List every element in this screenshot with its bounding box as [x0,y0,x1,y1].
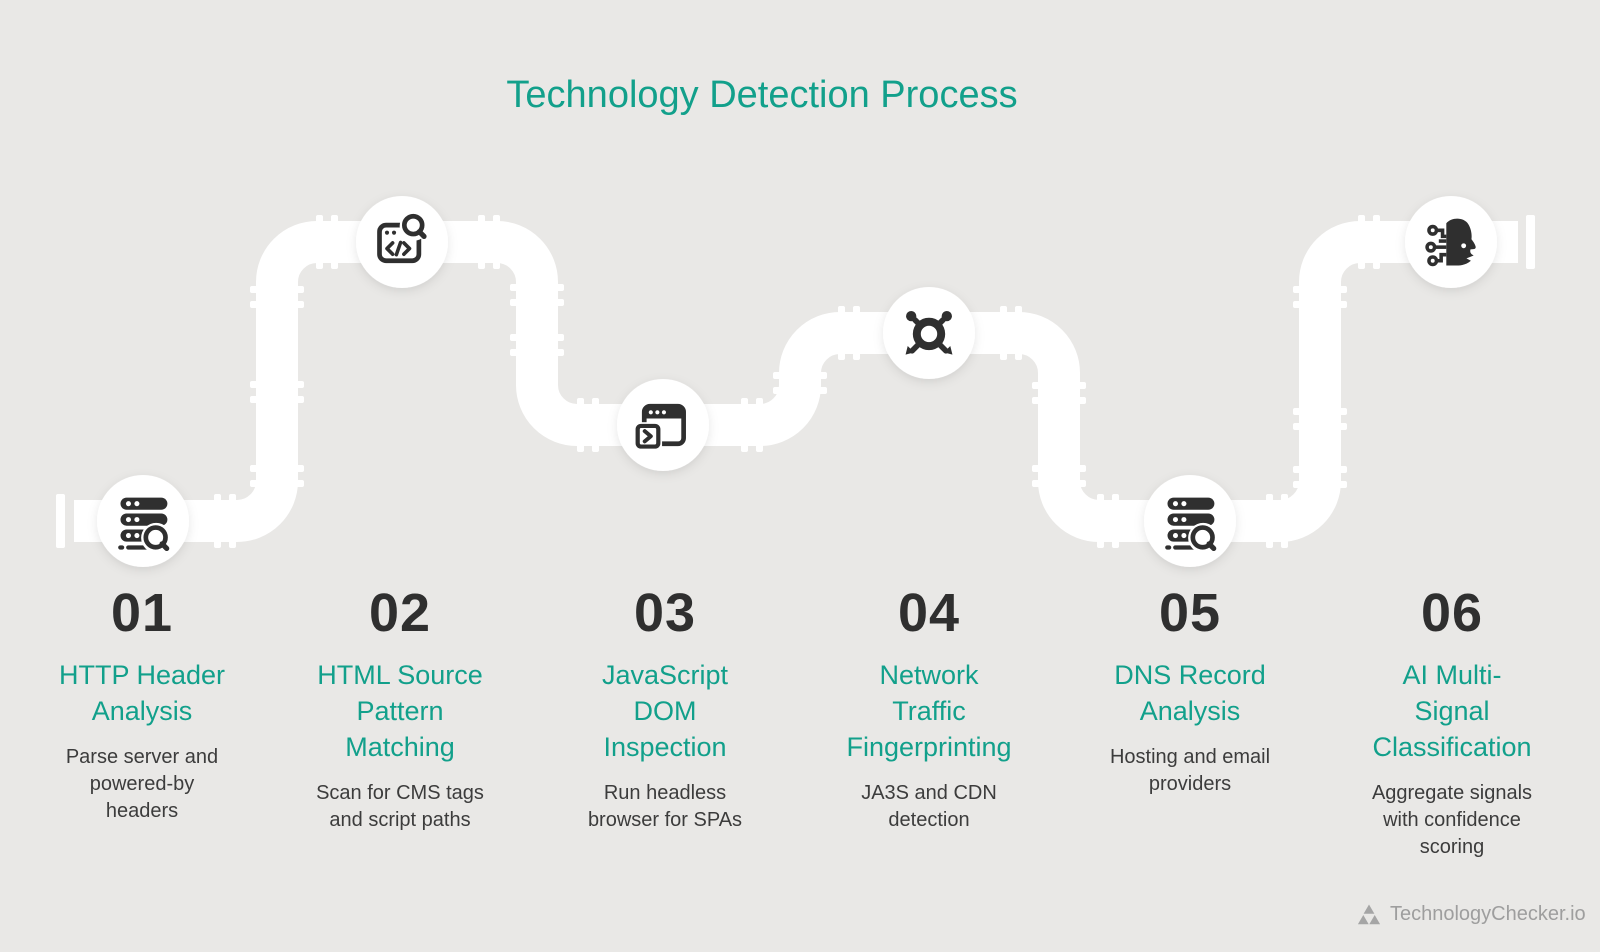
page-title: Technology Detection Process [506,74,1018,116]
step-node-4 [883,287,975,379]
step-column-5: 05 DNS Record Analysis Hosting and email… [1060,586,1320,798]
step-number: 01 [110,583,174,643]
step-title: HTML Source Pattern Matching [317,660,483,762]
step-title: HTTP Header Analysis [58,660,226,726]
step-number: 03 [633,583,697,643]
step-node-3 [617,379,709,471]
step-column-1: 01 HTTP Header Analysis Parse server and… [12,586,272,825]
triangle-logo-icon [1357,904,1381,924]
step-description: Aggregate signals with confidence scorin… [1371,781,1533,859]
step-title: AI Multi- Signal Classification [1372,660,1532,762]
step-number: 05 [1158,583,1222,643]
network-traffic-icon [905,310,953,355]
pipe-joints [56,215,1535,548]
step-column-6: 06 AI Multi- Signal Classification Aggre… [1322,586,1582,861]
step-description: JA3S and CDN detection [861,781,997,831]
browser-code-search-icon [377,212,429,264]
step-description: Scan for CMS tags and script paths [316,781,484,831]
step-title: JavaScript DOM Inspection [601,660,729,762]
brand-name: TechnologyChecker.io [1390,902,1586,925]
terminal-window-icon [633,403,686,455]
step-description: Run headless browser for SPAs [587,781,743,831]
step-number: 06 [1420,583,1484,643]
step-column-3: 03 JavaScript DOM Inspection Run headles… [535,586,795,834]
ai-head-icon [1425,218,1476,267]
step-title: Network Traffic Fingerprinting [846,660,1012,762]
step-description: Parse server and powered-by headers [65,745,219,823]
step-column-2: 02 HTML Source Pattern Matching Scan for… [270,586,530,834]
server-search-icon [1165,497,1219,551]
step-column-4: 04 Network Traffic Fingerprinting JA3S a… [799,586,1059,834]
step-description: Hosting and email providers [1109,745,1271,795]
step-number: 02 [368,583,432,643]
step-title: DNS Record Analysis [1114,660,1266,726]
server-search-icon [118,497,172,551]
step-number: 04 [897,583,961,643]
brand-footer: TechnologyChecker.io [1356,901,1586,927]
